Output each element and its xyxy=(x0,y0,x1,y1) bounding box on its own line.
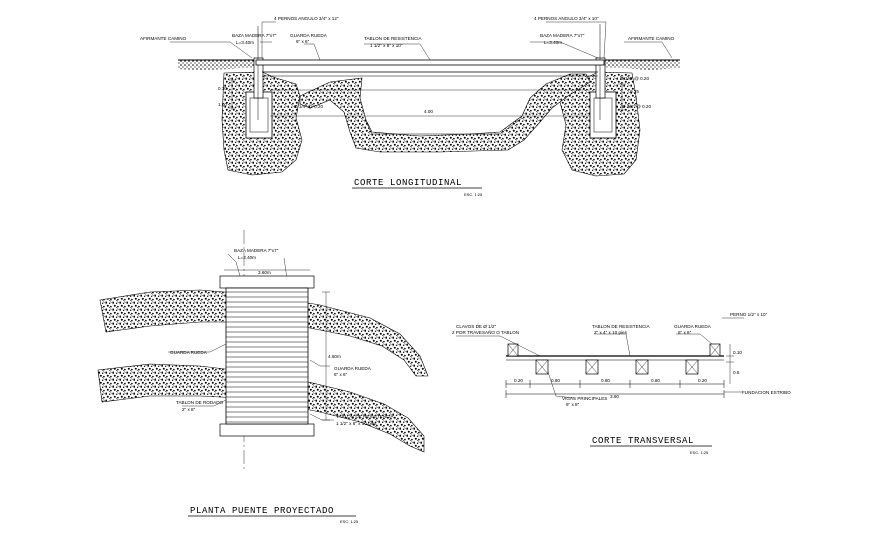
bolts-label-right: 4 PERNOS ANGULO 3/4" x 10" xyxy=(534,16,599,21)
road-label-left: AFIRMANTE CAMINO xyxy=(140,36,187,41)
main-beam-cross xyxy=(685,359,699,375)
clavos-label-2: 2 POR TRAVESAÑO O TABLON xyxy=(452,329,519,335)
bridge-deck xyxy=(255,59,605,66)
guard-dim: 6" x 6" xyxy=(296,39,310,44)
plan-length: 4.60m xyxy=(328,354,341,359)
plan-planks xyxy=(226,291,308,423)
trans-plank-label: TABLON DE RESISTENCIA xyxy=(592,324,651,329)
longitudinal-scale: ESC. 1:25 xyxy=(464,192,483,197)
streambed-profile xyxy=(299,73,591,153)
spacing-label: 0.80 xyxy=(551,378,560,383)
guard-label: GUARDA RUEDA xyxy=(290,33,328,38)
road-label-right: AFIRMANTE CAMINO xyxy=(628,36,675,41)
trans-guard-dim: 6" x 6" xyxy=(678,330,692,335)
spacing-label: 0.80 xyxy=(651,378,660,383)
plan-scale: ESC. 1:25 xyxy=(340,519,359,524)
plan-tablon-right: TABLON DE RESISTENCIA xyxy=(336,414,395,419)
plan-deck xyxy=(225,287,309,425)
plan-guard-right-dim: 6" x 6" xyxy=(334,372,348,377)
baza-label-right: BAZA MADERA 7"x7" xyxy=(540,33,585,38)
clavos-label: CLAVOS DE Ø 1/2" xyxy=(456,324,496,329)
plan-guard-left: GUARDA RUEDA xyxy=(170,350,208,355)
transversal-title: CORTE TRANSVERSAL xyxy=(592,436,694,446)
trans-dim-a: 0.10 xyxy=(733,350,742,355)
baza-len-left: L=3.40m xyxy=(236,40,254,45)
longitudinal-title: CORTE LONGITUDINAL xyxy=(354,178,462,188)
trans-dim-b: 0.6 xyxy=(733,370,740,375)
plan-tablon-left-dim: 2" x 8" xyxy=(182,407,196,412)
road-surface-left xyxy=(178,60,258,70)
baza-len-right: L=3.40m xyxy=(544,40,562,45)
main-beam-cross xyxy=(535,359,549,375)
main-beam-cross xyxy=(635,359,649,375)
trans-total: 3.60 xyxy=(610,394,619,399)
trans-guard-label: GUARDA RUEDA xyxy=(674,324,712,329)
transversal-ticks xyxy=(505,380,725,388)
vigas-label: VIGAS PRINCIPALES xyxy=(562,396,607,401)
longitudinal-section: AFIRMANTE CAMINO BAZA MADERA 7"x7" L=3.4… xyxy=(140,16,680,197)
dim-left-b: 1.00 xyxy=(218,102,227,107)
plan-title: PLANTA PUENTE PROYECTADO xyxy=(190,506,334,516)
dim-left-a: 0.30 xyxy=(218,86,227,91)
dim-right-c: Ø 3/4" @ 0.20 xyxy=(622,104,651,109)
plan-view: BAZA MADERA 7"x7" L=3.40m 3.60m GUARDA R… xyxy=(97,230,429,524)
transversal-spacing-labels: 0.20 0.80 0.80 0.80 0.20 xyxy=(514,378,707,383)
trans-bolt-label: PERNO 1/2" x 10" xyxy=(730,312,768,317)
transversal-scale: ESC. 1:25 xyxy=(690,450,709,455)
road-surface-right xyxy=(600,60,680,70)
plan-baza-label: BAZA MADERA 7"x7" xyxy=(234,248,279,253)
transversal-section: CLAVOS DE Ø 1/2" 2 POR TRAVESAÑO O TABLO… xyxy=(452,312,791,455)
plan-guard-right: GUARDA RUEDA xyxy=(334,366,372,371)
bolts-label-left: 4 PERNOS ANGULO 3/4" x 12" xyxy=(274,16,339,21)
plan-width: 3.60m xyxy=(258,270,271,275)
transversal-beams xyxy=(535,359,699,375)
spacing-label: 0.80 xyxy=(601,378,610,383)
span-dim: 4.00 xyxy=(424,109,433,114)
spacing-label: 0.20 xyxy=(698,378,707,383)
dim-left-c: Ø 1/4" @ 0.20 xyxy=(294,104,323,109)
plan-tablon-right-dim: 1 1/2" x 8" x 10 pies xyxy=(336,421,377,426)
spacing-label: 0.20 xyxy=(514,378,523,383)
fund-label: FUNDACION ESTRIBO xyxy=(742,390,791,395)
plan-baza-len: L=3.40m xyxy=(238,255,256,260)
vigas-dim: 6" x 8" xyxy=(566,402,580,407)
right-footing xyxy=(589,91,617,139)
dim-right-a: Ø 1/4" @ 0.20 xyxy=(620,76,649,81)
plank-dim: 1 1/2" x 8" x 10" xyxy=(370,43,403,48)
plank-label: TABLON DE RESISTENCIA xyxy=(364,36,423,41)
baza-label-left: BAZA MADERA 7"x7" xyxy=(232,33,277,38)
trans-plank-dim: 2" x 4" x 10 pies xyxy=(594,330,628,335)
dim-right-b: 0.25 xyxy=(630,89,639,94)
main-beam-cross xyxy=(585,359,599,375)
plan-tablon-left: TABLON DE RODADO xyxy=(176,400,224,405)
